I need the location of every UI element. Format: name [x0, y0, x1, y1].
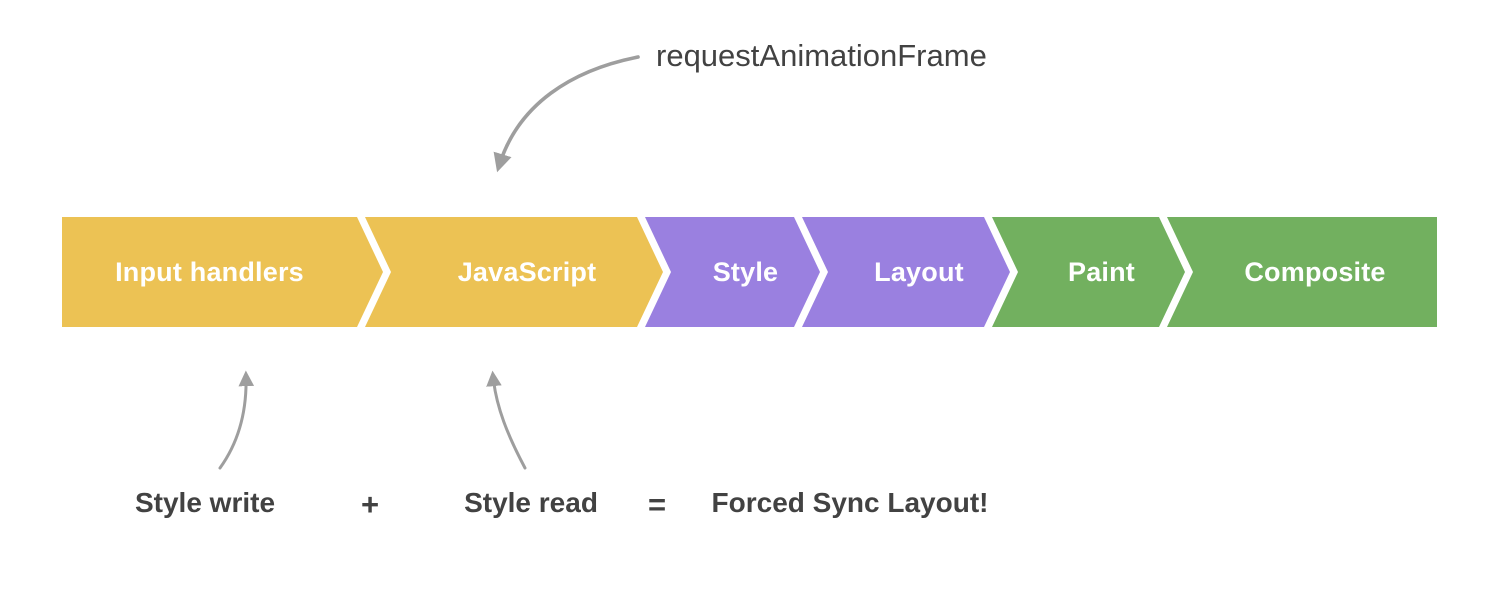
stage-layout: Layout [802, 217, 1010, 327]
stage-layout-label: Layout [874, 256, 964, 287]
stage-paint-label: Paint [1067, 256, 1135, 287]
plus-sign: + [360, 487, 380, 522]
request-animation-frame-label: requestAnimationFrame [656, 38, 987, 73]
stage-composite-label: Composite [1244, 256, 1386, 287]
stage-javascript-label: JavaScript [457, 256, 597, 287]
stage-input-handlers-label: Input handlers [115, 256, 304, 287]
stage-style: Style [645, 217, 820, 327]
stage-composite: Composite [1167, 217, 1437, 327]
stage-style-label: Style [712, 256, 779, 287]
style-read-arrow-icon [486, 370, 527, 470]
style-write-label: Style write [134, 487, 276, 518]
raf-arrow-icon [493, 55, 640, 173]
stage-paint: Paint [992, 217, 1185, 327]
stage-javascript: JavaScript [365, 217, 663, 327]
stage-input-handlers: Input handlers [62, 217, 383, 327]
forced-sync-layout-label: Forced Sync Layout! [711, 487, 989, 518]
style-write-arrow-icon [218, 370, 255, 470]
equals-sign: = [647, 487, 667, 522]
style-read-label: Style read [464, 487, 598, 518]
